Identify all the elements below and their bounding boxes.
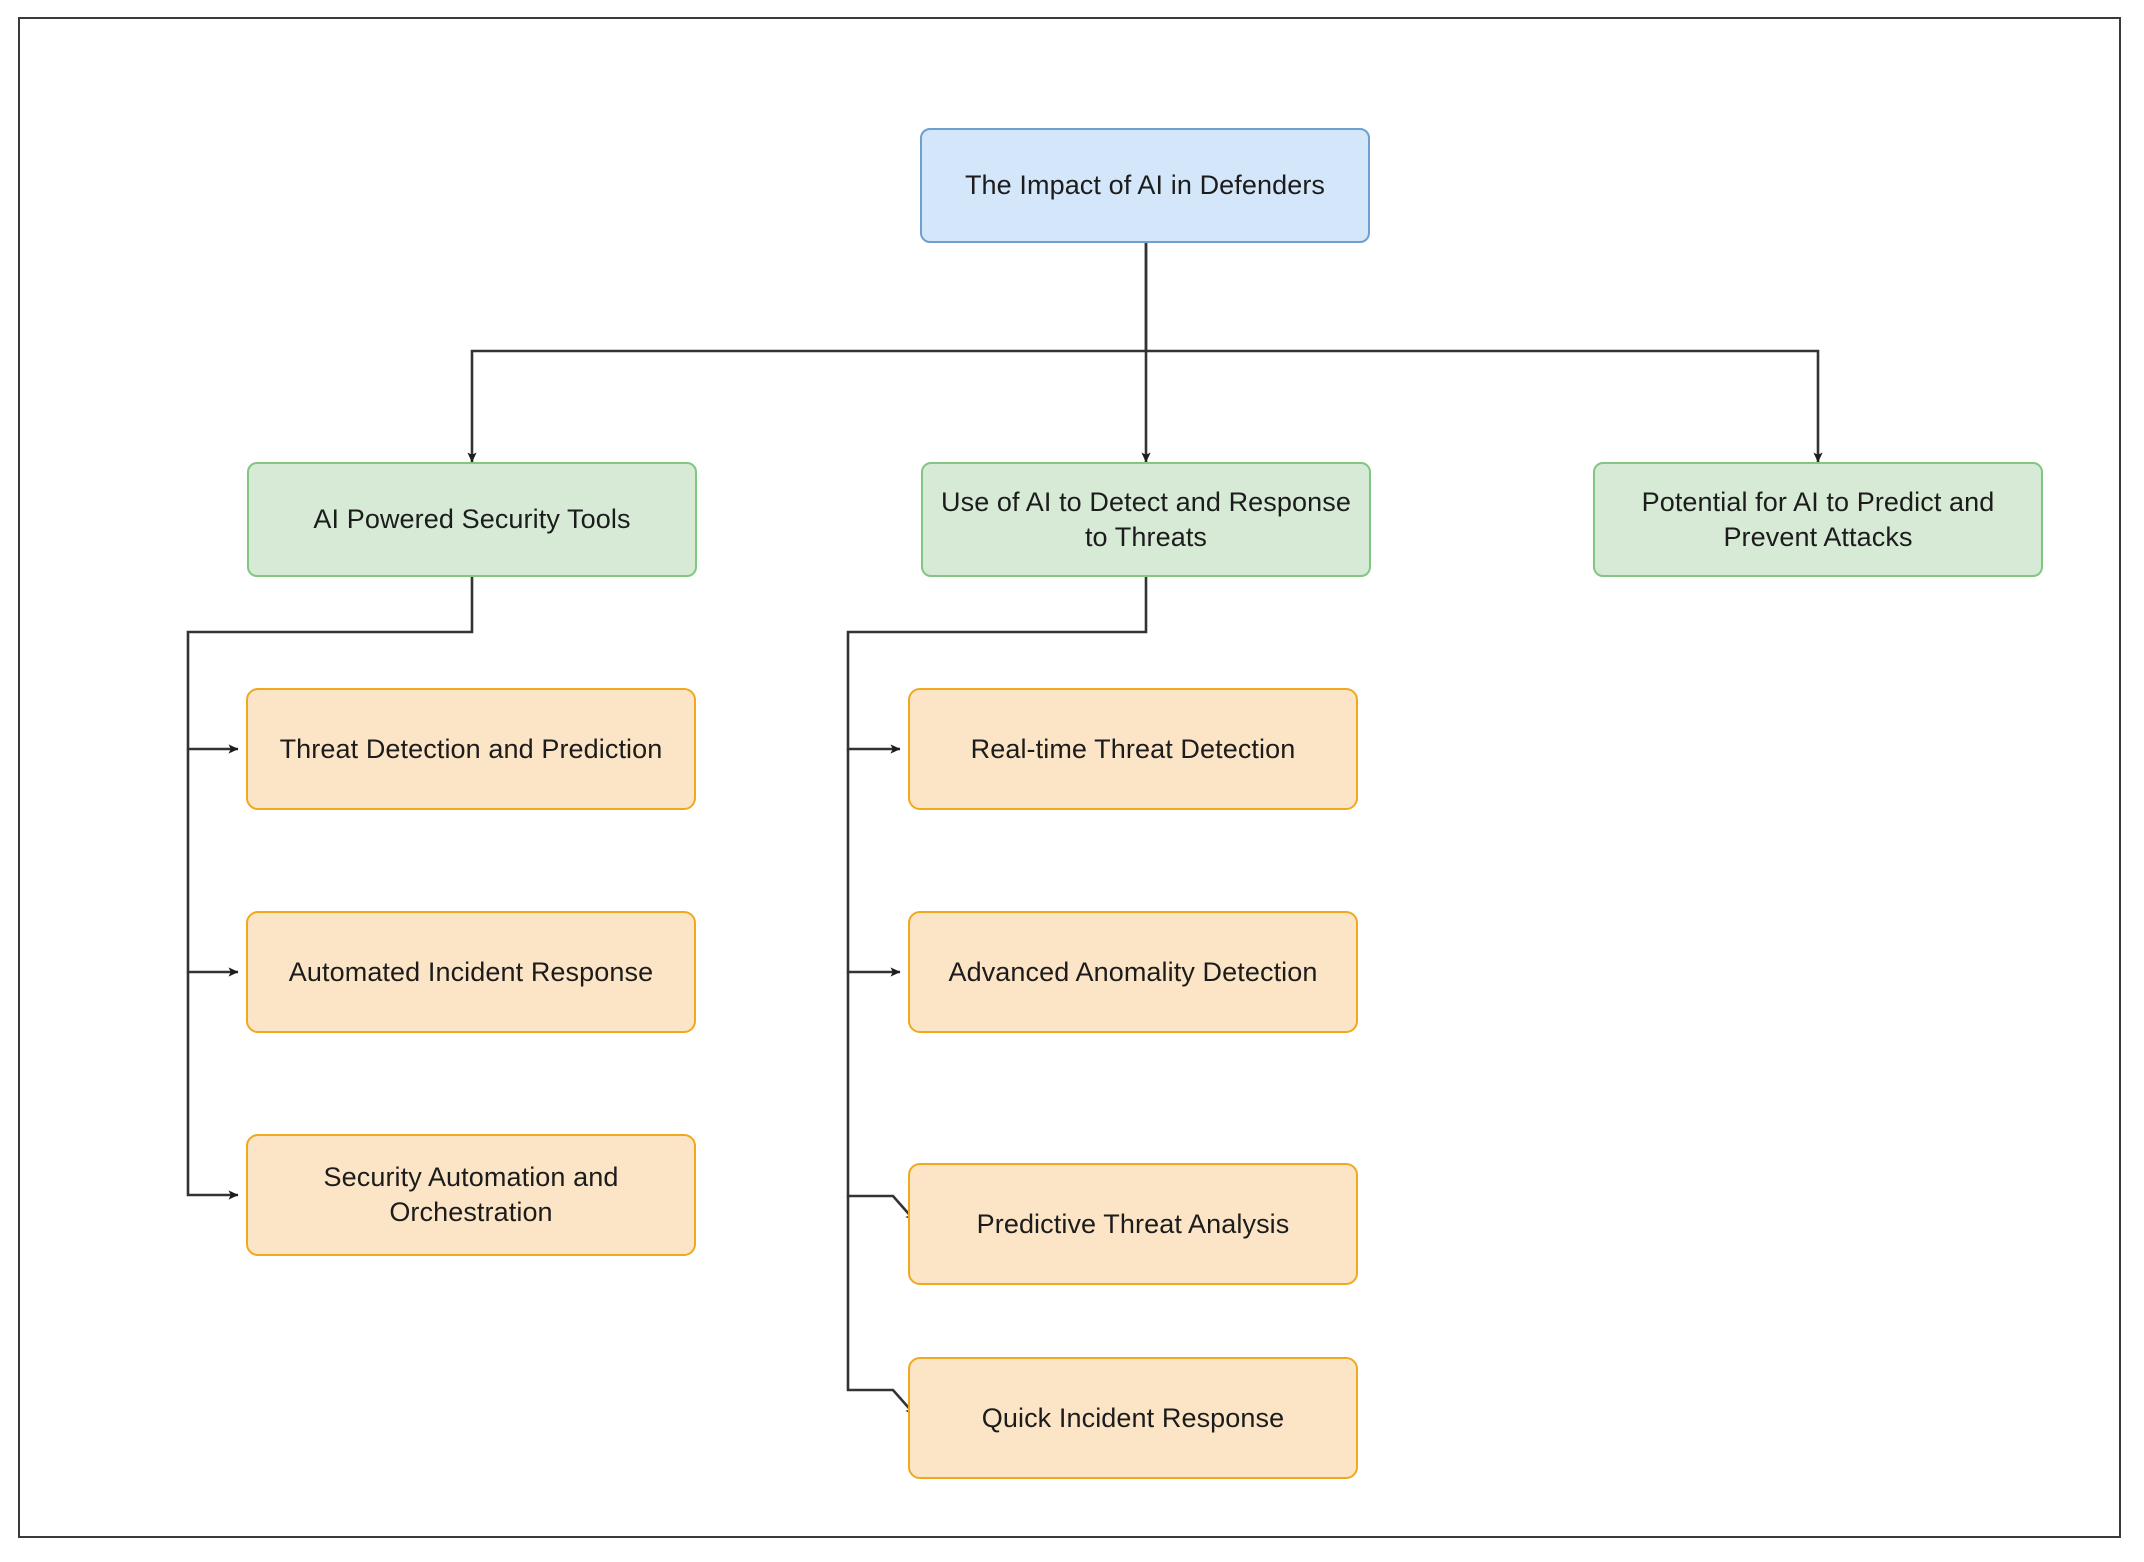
node-leaf-2-2-label: Advanced Anomality Detection <box>948 956 1318 987</box>
node-leaf-real-time-threat-detection[interactable]: Real-time Threat Detection <box>908 688 1358 810</box>
node-leaf-2-4-label: Quick Incident Response <box>981 1402 1285 1433</box>
node-leaf-1-3-label: Security Automation and Orchestration <box>323 1162 619 1227</box>
node-leaf-automated-incident-response[interactable]: Automated Incident Response <box>246 911 696 1033</box>
node-leaf-1-2-label: Automated Incident Response <box>288 956 654 987</box>
node-root-label: The Impact of AI in Defenders <box>964 170 1326 201</box>
node-branch-1-label: AI Powered Security Tools <box>313 504 631 535</box>
node-branch-3-label: Potential for AI to Predict and Prevent … <box>1641 486 1995 552</box>
node-leaf-predictive-threat-analysis[interactable]: Predictive Threat Analysis <box>908 1163 1358 1285</box>
node-leaf-quick-incident-response[interactable]: Quick Incident Response <box>908 1357 1358 1479</box>
node-leaf-security-automation-and-orchestration[interactable]: Security Automation and Orchestration <box>246 1134 696 1256</box>
node-leaf-2-1-label: Real-time Threat Detection <box>970 733 1296 764</box>
node-branch-potential-for-ai-to-predict-and-prevent[interactable]: Potential for AI to Predict and Prevent … <box>1593 462 2043 577</box>
node-leaf-1-1-label: Threat Detection and Prediction <box>279 733 663 764</box>
node-leaf-threat-detection-and-prediction[interactable]: Threat Detection and Prediction <box>246 688 696 810</box>
node-branch-2-label: Use of AI to Detect and Response to Thre… <box>941 486 1351 552</box>
node-leaf-2-3-label: Predictive Threat Analysis <box>976 1208 1290 1239</box>
node-leaf-advanced-anomality-detection[interactable]: Advanced Anomality Detection <box>908 911 1358 1033</box>
node-branch-use-of-ai-to-detect-and-response[interactable]: Use of AI to Detect and Response to Thre… <box>921 462 1371 577</box>
node-root[interactable]: The Impact of AI in Defenders <box>920 128 1370 243</box>
node-branch-ai-powered-security-tools[interactable]: AI Powered Security Tools <box>247 462 697 577</box>
